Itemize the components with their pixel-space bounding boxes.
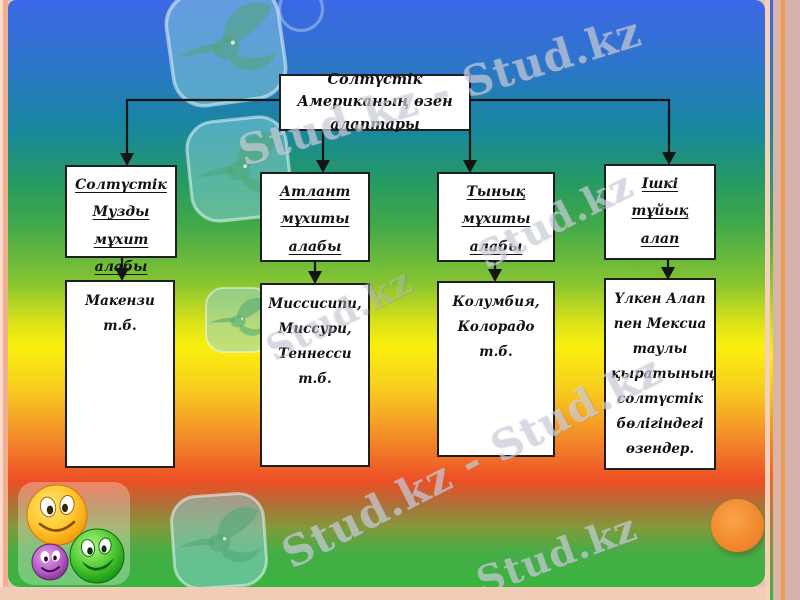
frame-edge-right [765,0,770,600]
frame-edge-left-outer [0,0,3,600]
frame-edge-right-gradient-strip [770,0,773,600]
rivers-box-pacific: Колумбия, Колорадо т.б. [437,281,555,457]
frame-edge-left-inner [3,0,8,600]
rivers-box-atlantic: Миссисипи, Миссури, Теннесси т.б. [260,283,370,467]
smileys-clipart [18,482,130,585]
orange-smiley [26,484,88,546]
frame-edge-right-orange-stripe [781,0,785,600]
basin-box-arctic: Солтүстік Музды мұхит алабы [65,165,177,275]
frame-edge-bottom [0,587,765,600]
frame-edge-right-outer [785,0,800,600]
rivers-box-arctic: Макензи т.б. [65,280,175,468]
diagram-root-label: Солтүстік Американың өзен алаптары [297,70,453,133]
rivers-box-interior: Үлкен Алап пен Мексиа таулы қыратының со… [604,278,716,470]
purple-smiley [31,543,69,581]
orange-dot-decor [711,499,764,552]
basin-box-atlantic: Атлант мұхиты алабы [260,172,370,262]
green-smiley [69,528,125,584]
frame-edge-right [773,0,781,600]
diagram-root-box: Солтүстік Американың өзен алаптары [279,71,471,133]
basin-box-interior: Ішкі тұйық алап [604,164,716,260]
basin-box-pacific: Тынық мұхиты алабы [437,172,555,262]
